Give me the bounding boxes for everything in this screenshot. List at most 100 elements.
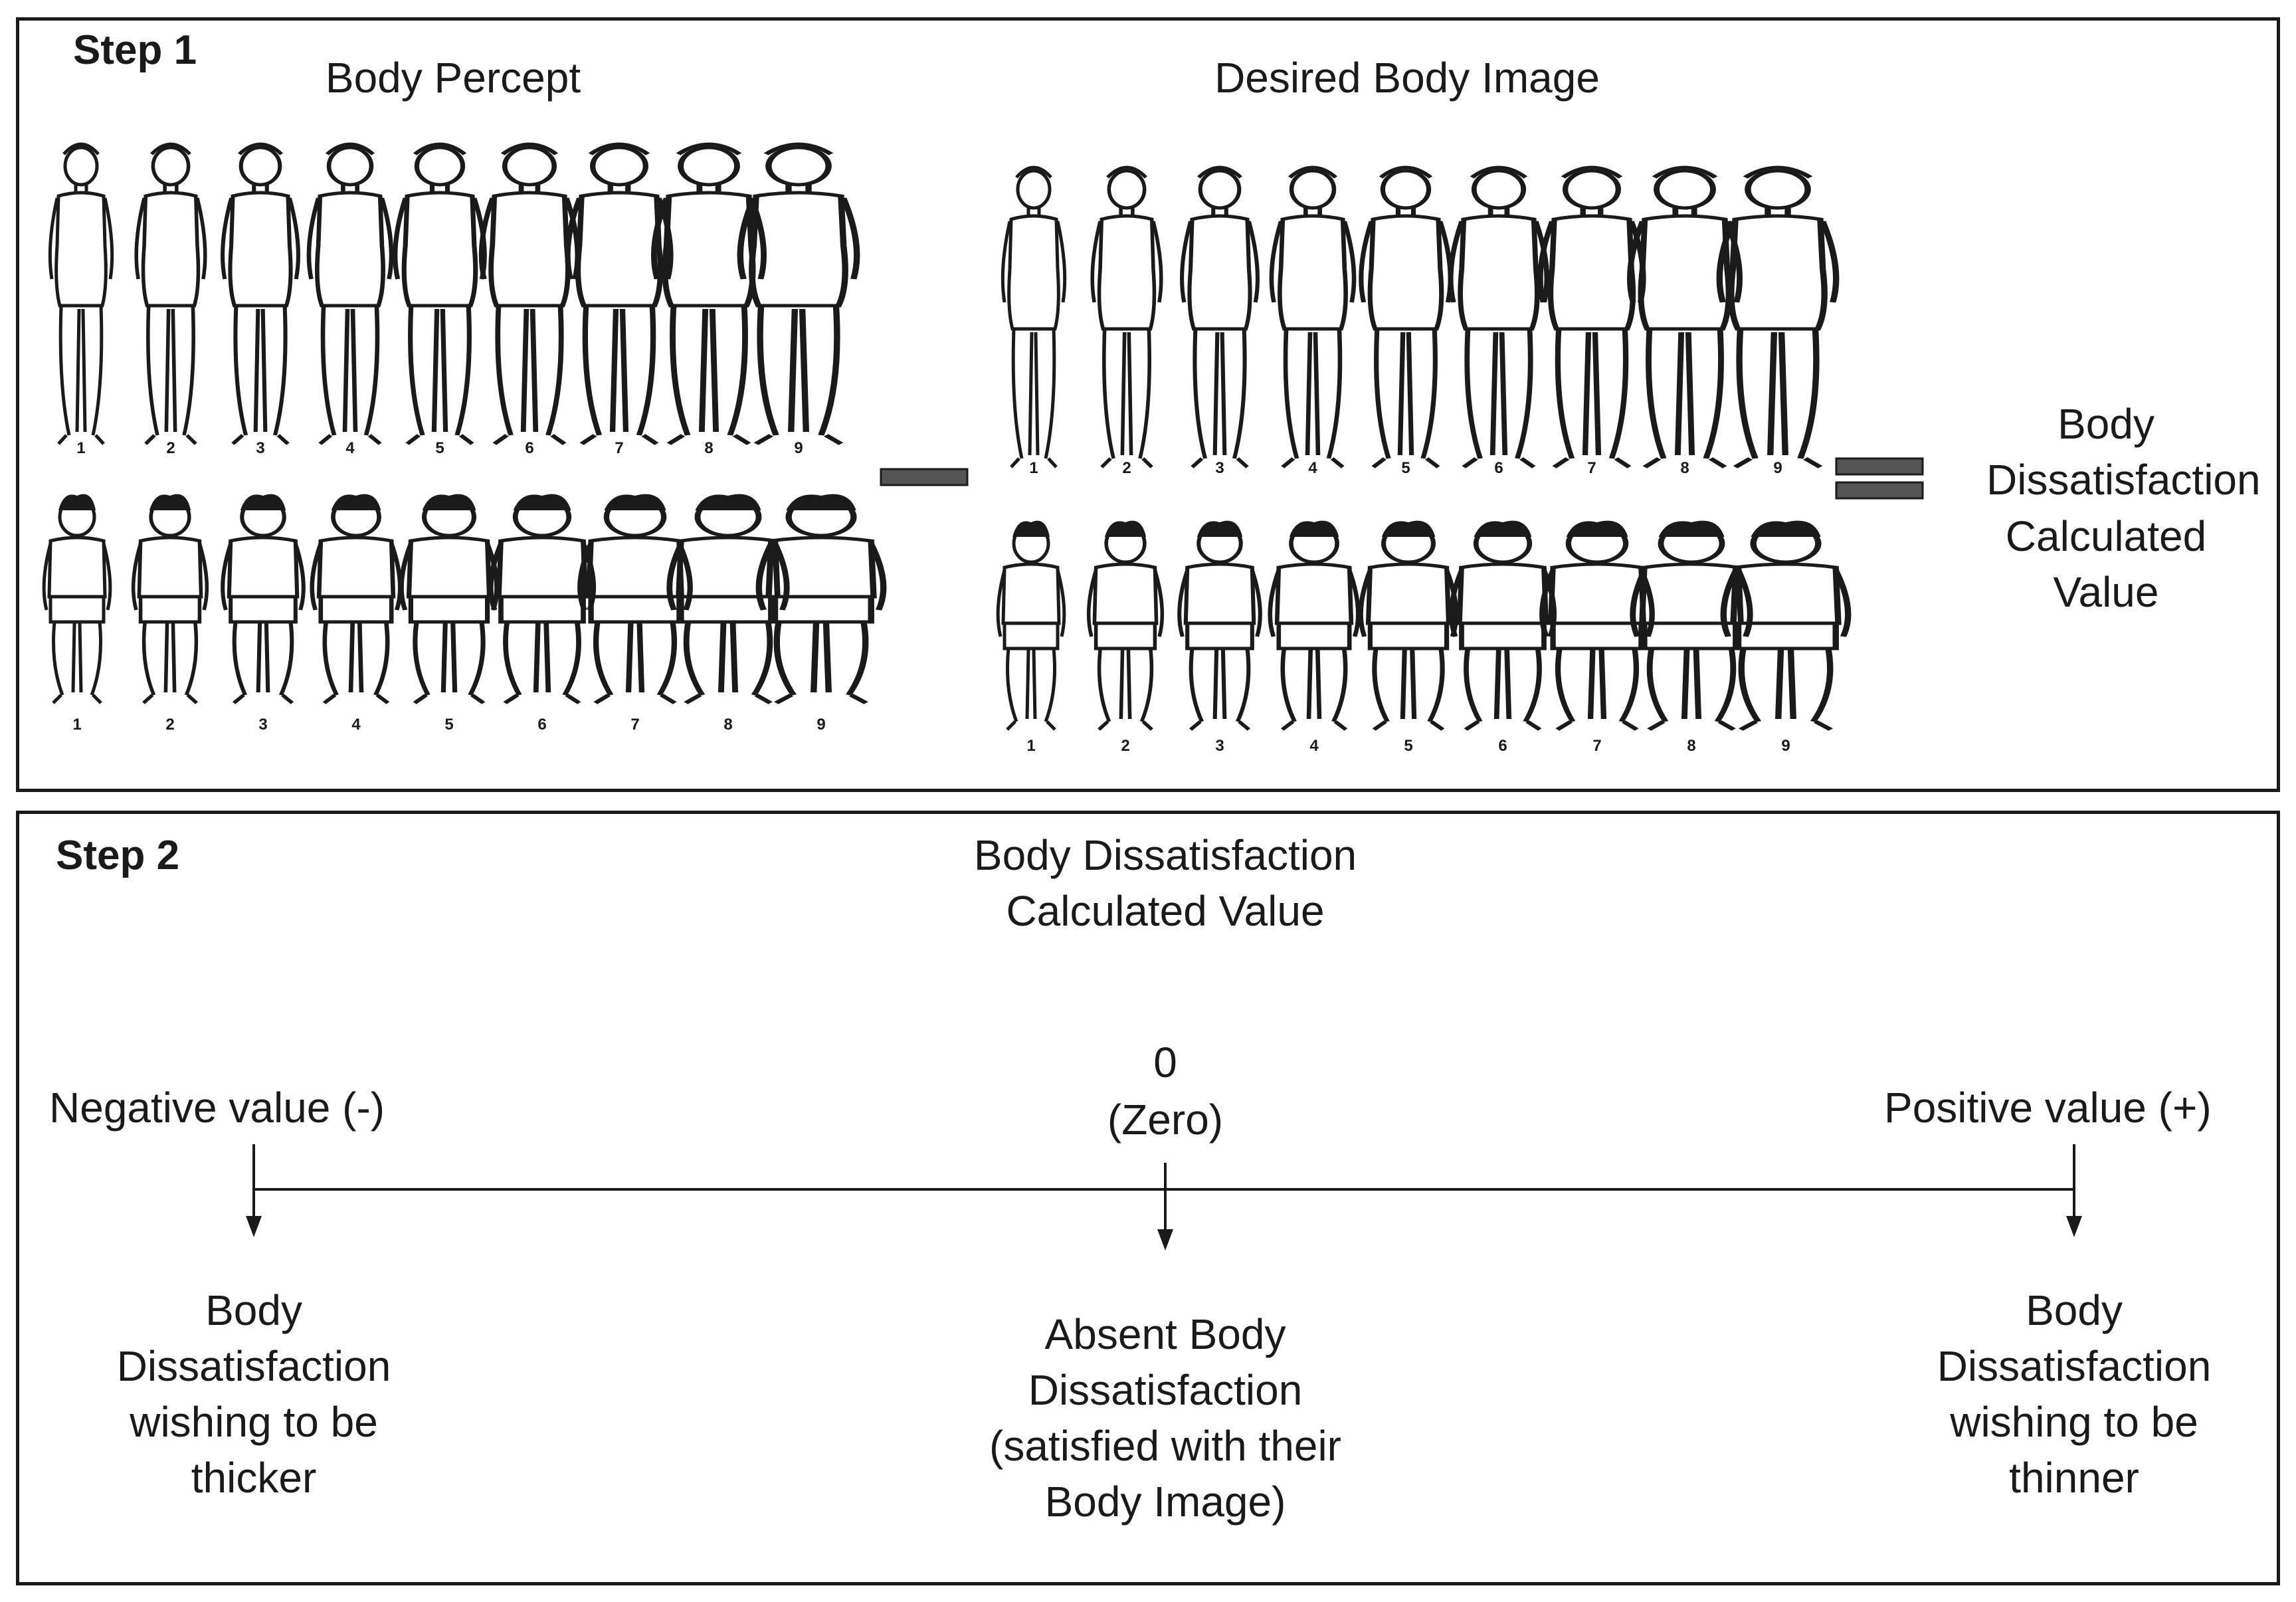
percept-woman-figure-7 (568, 144, 671, 444)
zero-outcome-line: Absent Body (1044, 1310, 1286, 1358)
percept-woman-scale-number: 4 (345, 439, 355, 457)
desired-man-figure-2 (1089, 521, 1163, 730)
desired-man-figure-4 (1270, 521, 1359, 730)
zero-outcome-line: (satisfied with their (989, 1422, 1341, 1470)
percept-woman-figure-4 (309, 144, 391, 444)
percept-woman-scale-number: 7 (615, 439, 623, 457)
desired-man-scale-number: 8 (1687, 737, 1695, 755)
positive-outcome-line: Dissatisfaction (1937, 1342, 2212, 1390)
desired-man-scale-number: 6 (1498, 737, 1507, 755)
percept-man-scale-number: 5 (444, 716, 453, 734)
percept-man-scale-number: 1 (72, 716, 81, 734)
percept-man-figure-7 (580, 494, 690, 703)
desired-woman-figure-2 (1092, 167, 1161, 467)
desired-woman-scale-number: 1 (1029, 459, 1038, 477)
desired-man-scale-number: 1 (1026, 737, 1035, 755)
desired-man-scale-number: 7 (1592, 737, 1601, 755)
minus-operator (880, 468, 969, 486)
negative-value-label: Negative value (-) (49, 1084, 385, 1132)
negative-outcome-line: wishing to be (130, 1398, 378, 1446)
desired-woman-scale-number: 4 (1308, 459, 1317, 477)
desired-man-figure-3 (1179, 521, 1260, 730)
step1-label: Step 1 (73, 27, 197, 73)
percept-woman-scale-number: 1 (76, 439, 85, 457)
negative-outcome-line: Dissatisfaction (116, 1342, 391, 1390)
desired-man-figure-6 (1452, 521, 1555, 730)
desired-man-scale-number: 9 (1781, 737, 1790, 755)
percept-man-figure-3 (223, 494, 304, 703)
percept-woman-figure-6 (482, 144, 578, 444)
zero-value-label-line1: 0 (1153, 1039, 1177, 1086)
percept-man-scale-number: 6 (537, 716, 546, 734)
desired-woman-figure-1 (1003, 167, 1064, 467)
percept-man-figure-1 (44, 494, 110, 703)
desired-woman-scale-number: 3 (1215, 459, 1224, 477)
negative-arrow (246, 1144, 262, 1237)
desired-woman-scale-number: 2 (1122, 459, 1131, 477)
desired-woman-figure-6 (1451, 167, 1547, 467)
percept-woman-scale-number: 9 (794, 439, 803, 457)
desired-body-image-title: Desired Body Image (1214, 54, 1600, 102)
desired-man-scale-number: 2 (1121, 737, 1129, 755)
percept-man-scale-number: 9 (816, 716, 825, 734)
desired-woman-figure-9 (1719, 167, 1836, 467)
equals-operator-top (1835, 457, 1924, 476)
step2-panel (16, 811, 2280, 1585)
desired-woman-scale-number: 5 (1401, 459, 1410, 477)
percept-woman-scale-number: 2 (166, 439, 175, 457)
desired-man-scale-number: 5 (1404, 737, 1412, 755)
desired-man-figure-5 (1361, 521, 1456, 730)
percept-man-scale-number: 7 (630, 716, 639, 734)
zero-outcome-line: Body Image) (1044, 1478, 1286, 1526)
percept-woman-figure-2 (136, 144, 205, 444)
percept-man-figure-5 (401, 494, 497, 703)
percept-woman-figure-1 (50, 144, 112, 444)
percept-man-figure-6 (491, 494, 594, 703)
desired-woman-scale-number: 9 (1773, 459, 1782, 477)
step2-label: Step 2 (56, 833, 180, 878)
percept-woman-scale-number: 5 (435, 439, 444, 457)
positive-outcome-line: thinner (2009, 1454, 2139, 1502)
negative-outcome: Body Dissatisfaction wishing to be thick… (117, 1282, 391, 1506)
desired-woman-scale-number: 6 (1494, 459, 1503, 477)
percept-woman-figure-3 (223, 144, 298, 444)
negative-outcome-line: thicker (191, 1454, 317, 1502)
percept-woman-scale-number: 8 (704, 439, 713, 457)
result-label: Body Dissatisfaction Calculated Value (1986, 400, 2261, 617)
desired-woman-scale-number: 7 (1587, 459, 1596, 477)
positive-outcome: Body Dissatisfaction wishing to be thinn… (1937, 1282, 2212, 1506)
desired-woman-figure-7 (1541, 167, 1644, 467)
zero-arrow (1157, 1163, 1173, 1251)
step2-title-line2: Calculated Value (1006, 887, 1325, 935)
desired-man-scale-number: 4 (1309, 737, 1319, 755)
percept-man-scale-number: 2 (165, 716, 174, 734)
desired-woman-figure-4 (1272, 167, 1354, 467)
body-percept-title: Body Percept (325, 54, 581, 102)
negative-outcome-line: Body (205, 1286, 302, 1334)
positive-outcome-line: wishing to be (1950, 1398, 2198, 1446)
percept-woman-scale-number: 6 (525, 439, 533, 457)
desired-woman-figure-8 (1630, 167, 1739, 467)
positive-arrow (2066, 1144, 2082, 1237)
percept-man-scale-number: 8 (723, 716, 732, 734)
zero-outcome: Absent Body Dissatisfaction (satisfied w… (989, 1306, 1341, 1530)
desired-woman-figure-5 (1361, 167, 1450, 467)
desired-woman-scale-number: 8 (1680, 459, 1689, 477)
desired-man-figure-1 (998, 521, 1064, 730)
percept-man-figure-4 (312, 494, 401, 703)
equals-operator-bottom (1835, 481, 1924, 500)
zero-value-label-line2: (Zero) (1107, 1096, 1224, 1144)
percept-woman-scale-number: 3 (256, 439, 264, 457)
positive-outcome-line: Body (2026, 1286, 2123, 1334)
desired-man-figure-9 (1723, 521, 1848, 730)
desired-woman-figure-3 (1182, 167, 1258, 467)
percept-man-scale-number: 4 (351, 716, 361, 734)
percept-man-figure-2 (134, 494, 207, 703)
percept-woman-figure-5 (395, 144, 484, 444)
percept-woman-figure-8 (654, 144, 763, 444)
desired-man-scale-number: 3 (1215, 737, 1224, 755)
step2-title-line1: Body Dissatisfaction (973, 831, 1357, 879)
percept-woman-figure-9 (740, 144, 856, 444)
percept-man-scale-number: 3 (258, 716, 267, 734)
